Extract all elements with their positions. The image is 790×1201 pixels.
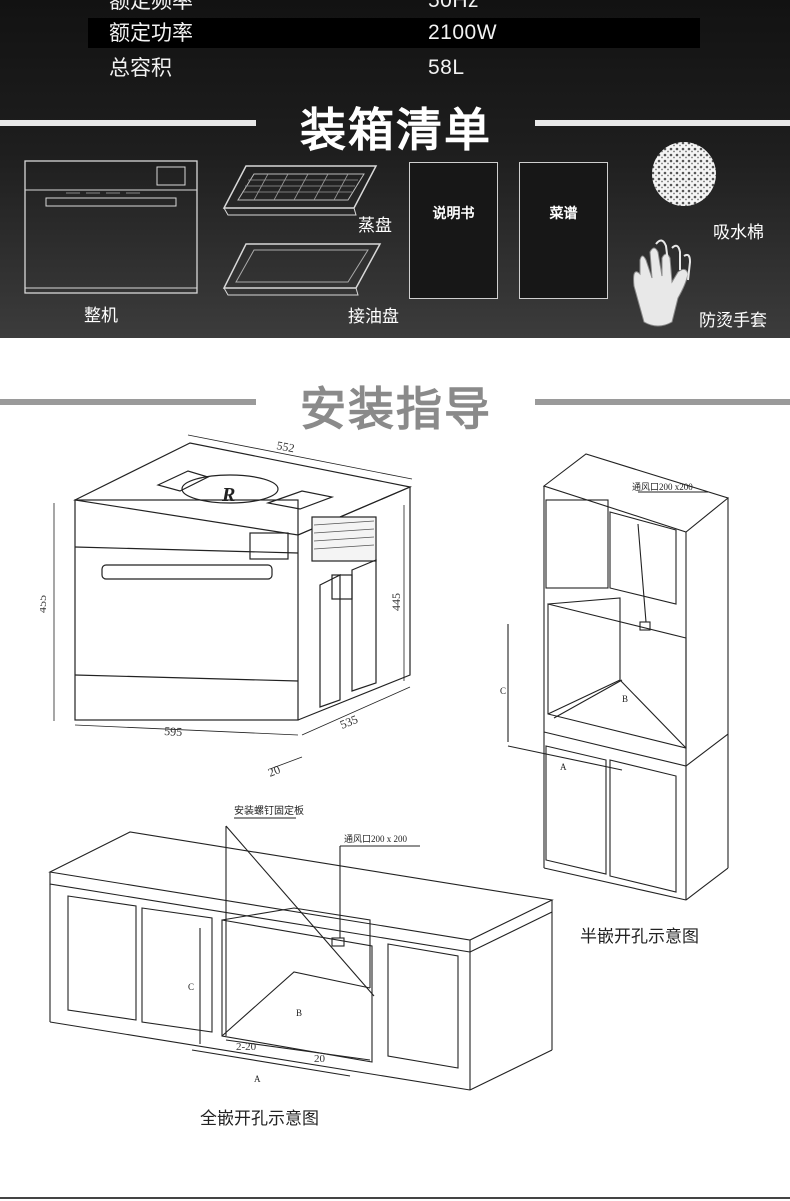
manual-box: 说明书	[409, 162, 498, 299]
spec-label: 额定频率	[109, 0, 193, 13]
install-title: 安装指导	[300, 382, 492, 436]
title-rule-left	[0, 120, 256, 126]
oven-icon	[24, 160, 198, 294]
bottom-divider	[0, 1197, 790, 1199]
title-rule-right	[535, 120, 790, 126]
oil-tray-icon	[222, 243, 382, 296]
full-b: B	[296, 1008, 302, 1018]
spec-row-power: 额定功率 2100W	[88, 18, 700, 48]
spec-row-frequency: 额定频率 50Hz	[88, 0, 700, 16]
dim-455: 455	[40, 595, 49, 613]
half-c: C	[500, 686, 506, 696]
dim-595: 595	[164, 724, 183, 739]
recipe-box: 菜谱	[519, 162, 608, 299]
dim-445: 445	[389, 593, 403, 611]
full-side: 20	[314, 1053, 326, 1065]
spec-value: 50Hz	[428, 0, 480, 12]
full-a: A	[254, 1074, 261, 1084]
install-rule-right	[535, 399, 790, 405]
sponge-icon	[652, 142, 716, 206]
full-plate: 安装螺钉固定板	[234, 804, 304, 817]
full-embed-drawing: C B A 2-20 20 安装螺钉固定板 通风口200 x 200	[48, 804, 554, 1091]
manual-label: 说明书	[432, 206, 475, 222]
steam-tray-label: 蒸盘	[358, 216, 392, 236]
spec-label: 总容积	[109, 56, 172, 80]
oven-dimension-drawing: R 552 455 445 595 535 20	[40, 434, 413, 780]
recipe-label: 菜谱	[549, 206, 578, 222]
dim-552: 552	[275, 438, 295, 455]
gloves-label: 防烫手套	[699, 311, 767, 331]
steam-tray-icon	[222, 165, 378, 216]
logo-letter: R	[221, 484, 235, 506]
spec-row-volume: 总容积 58L	[88, 53, 700, 83]
machine-label: 整机	[84, 306, 118, 326]
half-vent: 通风口200 x200	[632, 482, 693, 492]
half-embed-caption: 半嵌开孔示意图	[580, 927, 699, 947]
install-rule-left	[0, 399, 256, 405]
half-a: A	[560, 762, 567, 772]
half-b: B	[622, 694, 628, 704]
full-c: C	[188, 982, 194, 992]
dim-535: 535	[338, 712, 360, 732]
spec-value: 58L	[428, 56, 465, 79]
sponge-label: 吸水棉	[713, 223, 764, 243]
glove-icon	[633, 239, 692, 327]
spec-value: 2100W	[428, 21, 498, 44]
spec-label: 额定功率	[109, 21, 193, 45]
full-embed-caption: 全嵌开孔示意图	[200, 1109, 319, 1129]
dim-20: 20	[266, 762, 282, 779]
packing-title: 装箱清单	[300, 103, 492, 157]
full-gap: 2-20	[236, 1041, 257, 1053]
oil-tray-label: 接油盘	[348, 307, 399, 327]
full-vent: 通风口200 x 200	[344, 834, 408, 844]
half-embed-drawing: C B A 通风口200 x200	[500, 453, 730, 901]
